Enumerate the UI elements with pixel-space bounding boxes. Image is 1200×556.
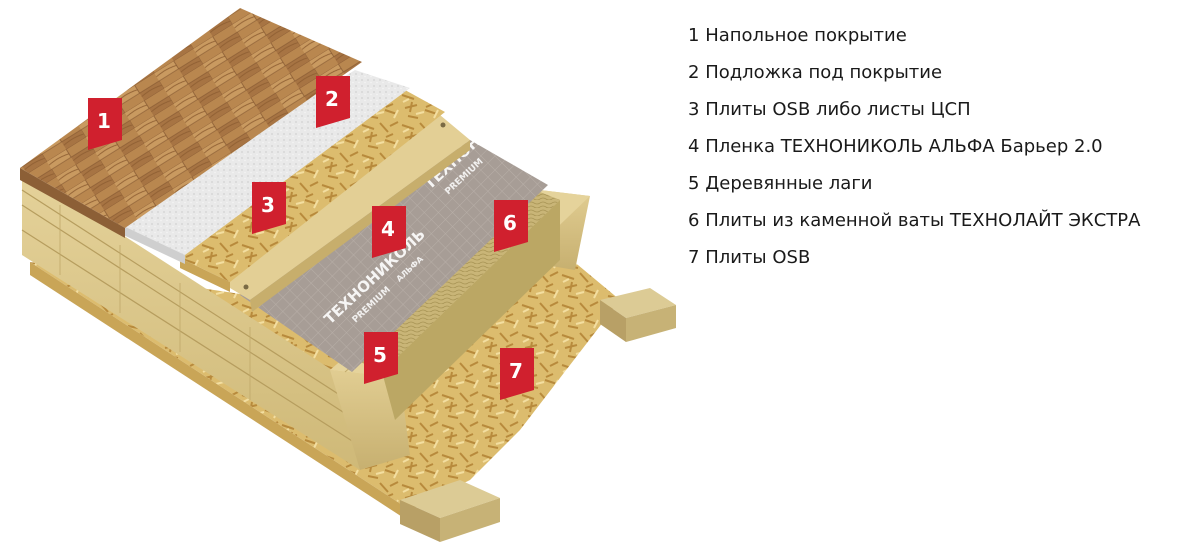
legend-label: Плиты из каменной ваты ТЕХНОЛАЙТ ЭКСТРА	[705, 210, 1140, 231]
marker-4-number: 4	[381, 217, 395, 241]
legend-label: Подложка под покрытие	[705, 62, 942, 83]
legend-item-7: 7 Плиты OSB	[688, 244, 1140, 281]
layer-legend: 1 Напольное покрытие 2 Подложка под покр…	[688, 22, 1140, 281]
floor-layers-illustration: ТЕХНОНИКОЛЬ PREMIUM АЛЬФА ТЕХНОНИКОЛЬ PR…	[0, 0, 680, 556]
legend-num: 2	[688, 62, 699, 83]
legend-label: Плиты OSB	[705, 247, 810, 268]
legend-item-6: 6 Плиты из каменной ваты ТЕХНОЛАЙТ ЭКСТР…	[688, 207, 1140, 244]
legend-num: 1	[688, 25, 699, 46]
marker-6-number: 6	[503, 211, 517, 235]
legend-num: 7	[688, 247, 699, 268]
legend-num: 6	[688, 210, 699, 231]
legend-label: Напольное покрытие	[705, 25, 907, 46]
legend-num: 5	[688, 173, 699, 194]
legend-label: Деревянные лаги	[705, 173, 872, 194]
legend-item-5: 5 Деревянные лаги	[688, 170, 1140, 207]
marker-5-number: 5	[373, 343, 387, 367]
marker-2-number: 2	[325, 87, 339, 111]
legend-label: Пленка ТЕХНОНИКОЛЬ АЛЬФА Барьер 2.0	[705, 136, 1102, 157]
legend-item-1: 1 Напольное покрытие	[688, 22, 1140, 59]
legend-item-4: 4 Пленка ТЕХНОНИКОЛЬ АЛЬФА Барьер 2.0	[688, 133, 1140, 170]
legend-item-2: 2 Подложка под покрытие	[688, 59, 1140, 96]
legend-label: Плиты OSB либо листы ЦСП	[705, 99, 970, 120]
marker-1-number: 1	[97, 109, 111, 133]
legend-num: 4	[688, 136, 699, 157]
legend-num: 3	[688, 99, 699, 120]
marker-3-number: 3	[261, 193, 275, 217]
legend-item-3: 3 Плиты OSB либо листы ЦСП	[688, 96, 1140, 133]
marker-7-number: 7	[509, 359, 523, 383]
